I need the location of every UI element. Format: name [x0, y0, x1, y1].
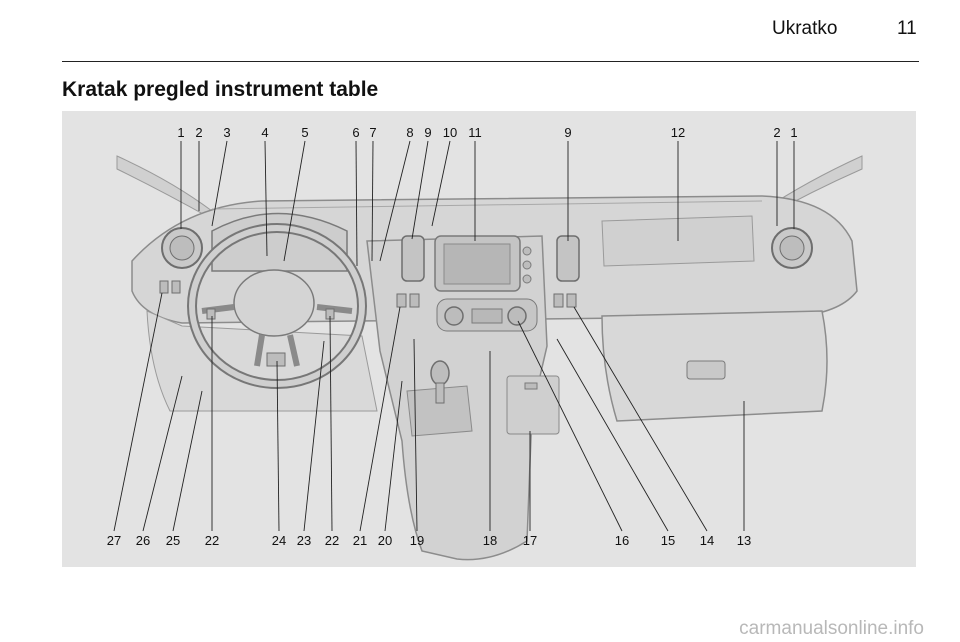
callout-top: 3: [223, 125, 230, 140]
callout-bottom: 14: [700, 533, 714, 548]
callout-top: 8: [406, 125, 413, 140]
callout-bottom: 24: [272, 533, 286, 548]
dashboard-drawing: 1 2 3 4 5 6 7 8 9 10 11 9 12 2 1 27 26 2…: [107, 125, 863, 561]
callout-bottom: 27: [107, 533, 121, 548]
callout-top: 9: [424, 125, 431, 140]
callout-top: 12: [671, 125, 685, 140]
callout-bottom: 23: [297, 533, 311, 548]
callout-bottom: 15: [661, 533, 675, 548]
callout-top: 4: [261, 125, 268, 140]
callout-bottom: 18: [483, 533, 497, 548]
watermark-text: carmanualsonline.info: [739, 618, 924, 639]
callout-top: 2: [195, 125, 202, 140]
page-number: 11: [897, 18, 917, 39]
callout-bottom: 22: [325, 533, 339, 548]
callout-top: 7: [369, 125, 376, 140]
callout-top: 11: [468, 125, 482, 140]
callout-top: 10: [443, 125, 457, 140]
callout-top: 2: [773, 125, 780, 140]
callout-bottom: 17: [523, 533, 537, 548]
dashboard-illustration: 1 2 3 4 5 6 7 8 9 10 11 9 12 2 1 27 26 2…: [62, 111, 916, 567]
callout-top: 5: [301, 125, 308, 140]
callout-bottom: 16: [615, 533, 629, 548]
watermark: carmanualsonline.info: [0, 618, 960, 640]
callout-bottom: 25: [166, 533, 180, 548]
callout-top: 6: [352, 125, 359, 140]
callout-bottom: 13: [737, 533, 751, 548]
callout-bottom: 20: [378, 533, 392, 548]
section-name: Ukratko: [772, 18, 838, 39]
callout-bottom: 19: [410, 533, 424, 548]
callout-top: 1: [177, 125, 184, 140]
callout-bottom: 21: [353, 533, 367, 548]
callout-bottom: 22: [205, 533, 219, 548]
callout-top: 1: [790, 125, 797, 140]
callout-bottom: 26: [136, 533, 150, 548]
page-title: Kratak pregled instrument table: [62, 78, 379, 101]
header-rule: [62, 61, 919, 62]
callout-top: 9: [564, 125, 571, 140]
